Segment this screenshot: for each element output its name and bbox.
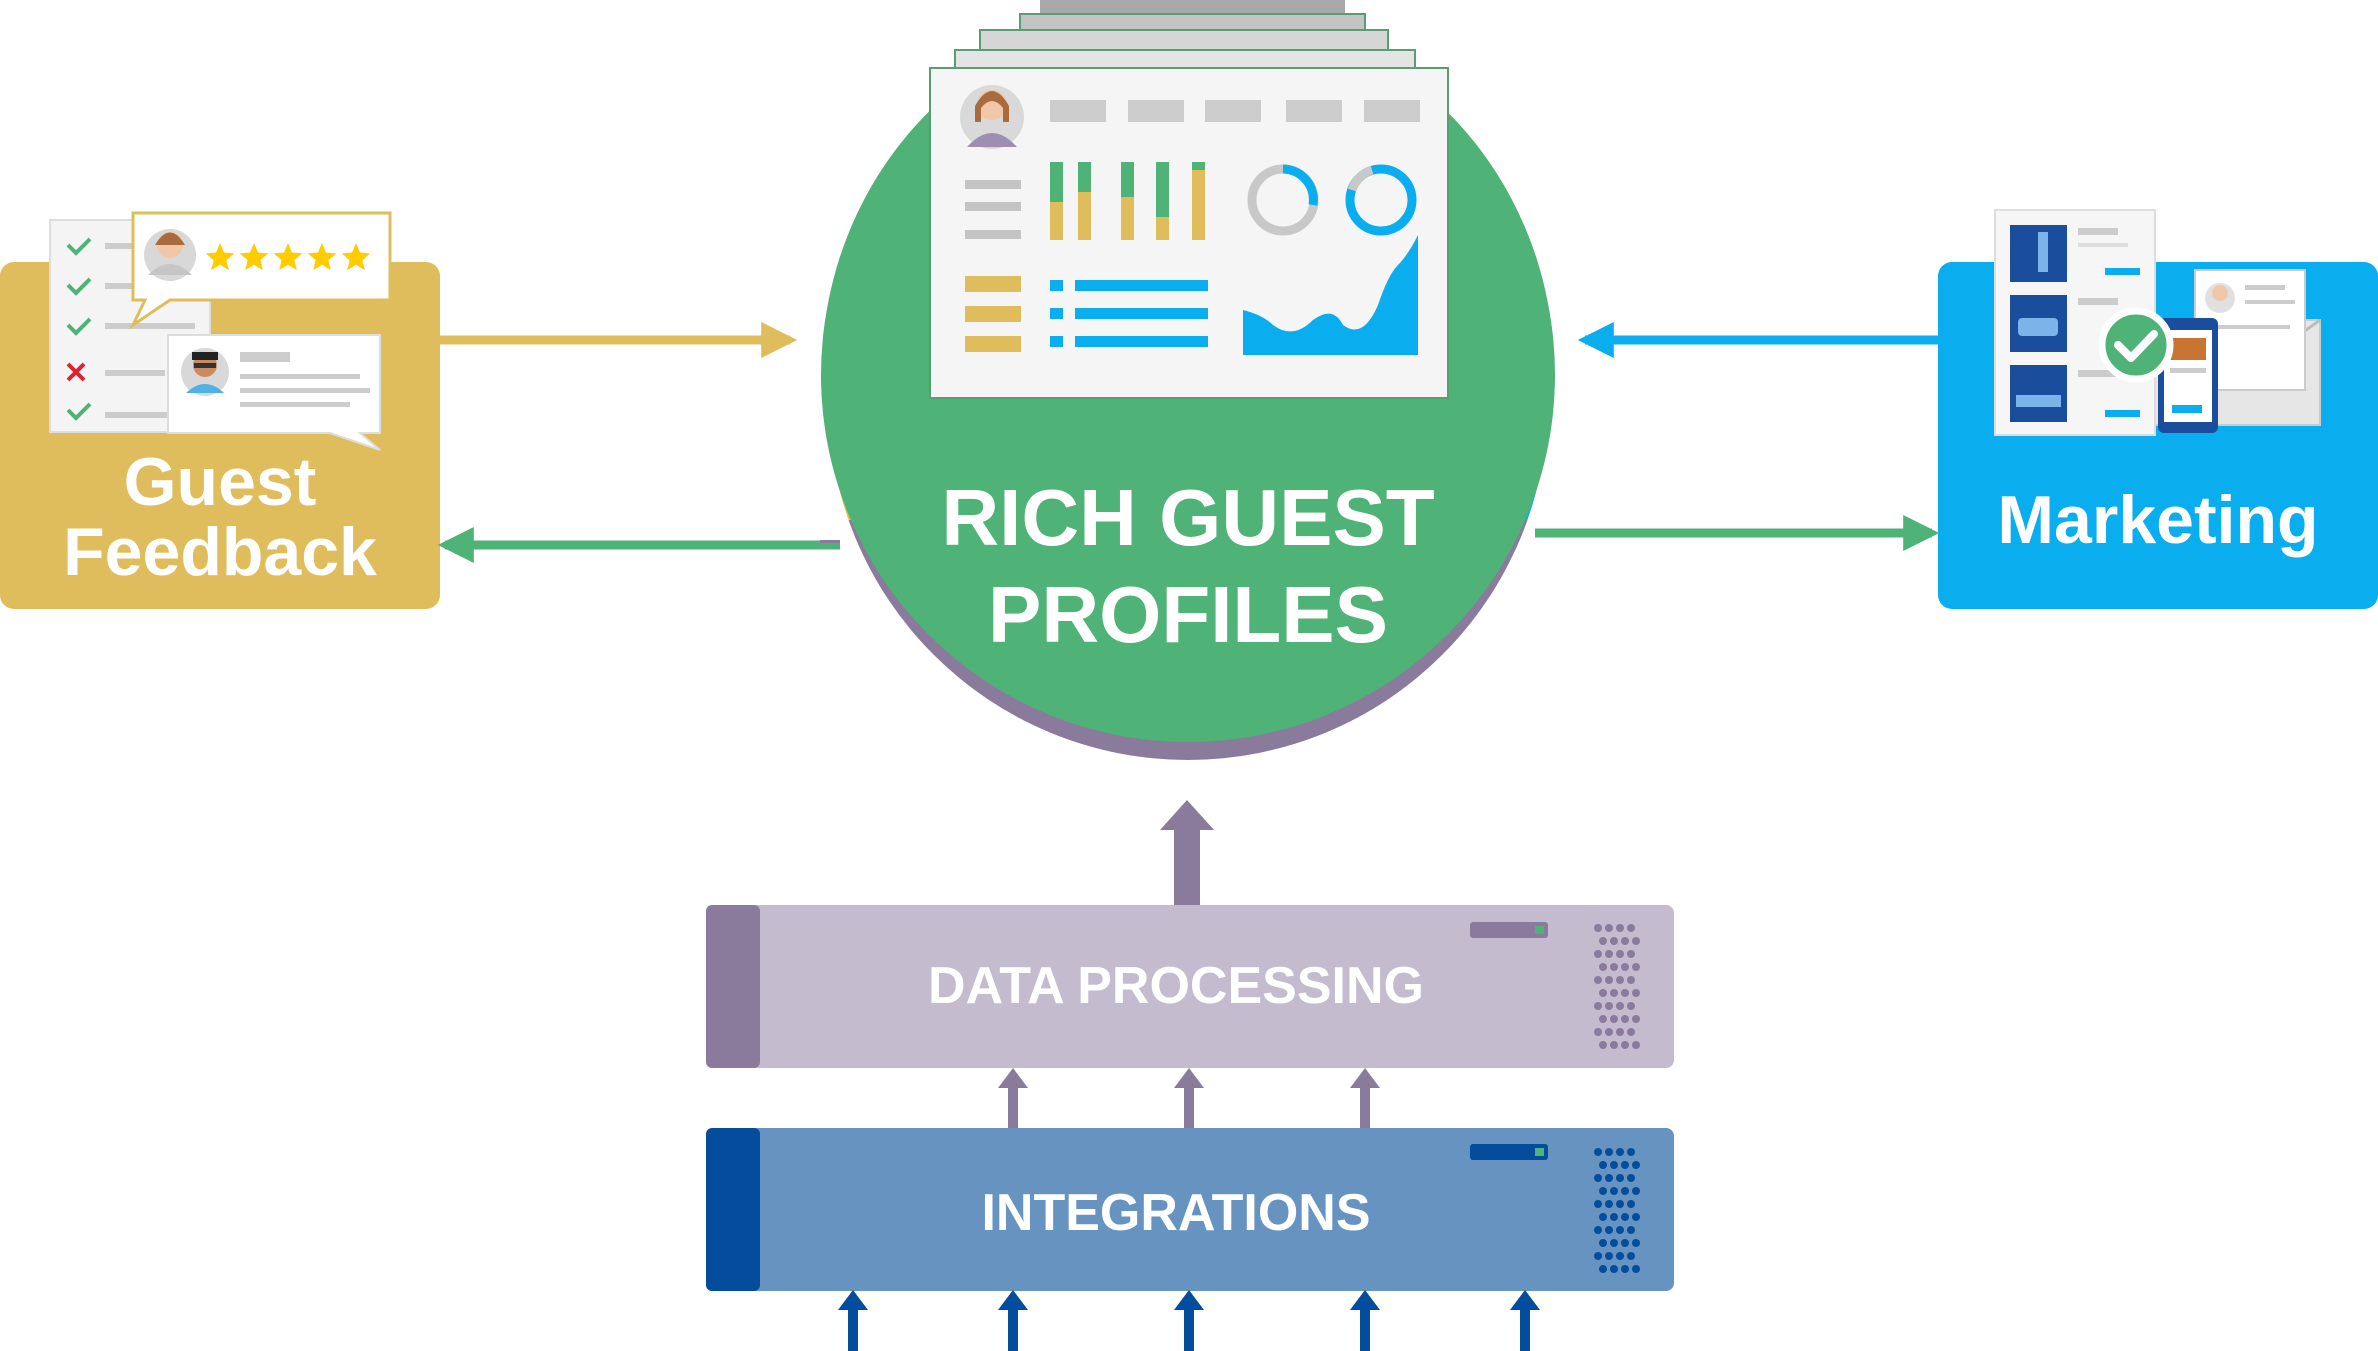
person-avatar-icon bbox=[960, 85, 1024, 149]
server-vent bbox=[1594, 924, 1640, 1049]
comment-bubble bbox=[167, 334, 381, 451]
hub-title-line1: RICH GUEST bbox=[941, 473, 1434, 562]
person-avatar-icon bbox=[144, 229, 196, 281]
person-avatar-icon bbox=[181, 348, 229, 396]
marketing-title: Marketing bbox=[1997, 482, 2318, 558]
data-source-input-arrows bbox=[838, 1290, 1540, 1351]
connector-arrows bbox=[437, 322, 1940, 563]
server-vent bbox=[1594, 1148, 1640, 1273]
star-review-bubble bbox=[129, 211, 392, 330]
bed-icon bbox=[2010, 365, 2067, 422]
star-icon bbox=[239, 243, 269, 271]
data-processing-server: DATA PROCESSING bbox=[706, 905, 1674, 1068]
data-processing-label: DATA PROCESSING bbox=[928, 957, 1424, 1015]
star-rating bbox=[205, 243, 371, 271]
cross-icon bbox=[66, 362, 86, 382]
guest-profile-dashboard bbox=[929, 0, 1449, 399]
profile-bar-chart bbox=[1050, 162, 1205, 240]
guest-feedback-panel: Guest Feedback bbox=[0, 211, 440, 609]
processing-to-hub-arrow bbox=[1160, 800, 1214, 908]
marketing-panel: Marketing bbox=[1938, 209, 2378, 609]
profile-donut-charts bbox=[1247, 164, 1417, 236]
integrations-to-processing-arrows bbox=[998, 1068, 1380, 1130]
hub-title-line2: PROFILES bbox=[988, 570, 1388, 659]
integrations-server: INTEGRATIONS bbox=[706, 1128, 1674, 1291]
star-icon bbox=[341, 243, 371, 271]
star-icon bbox=[205, 243, 235, 271]
checkmark-icon bbox=[2098, 307, 2174, 383]
profile-area-chart bbox=[1243, 235, 1418, 355]
star-icon bbox=[307, 243, 337, 271]
star-icon bbox=[273, 243, 303, 271]
integrations-label: INTEGRATIONS bbox=[981, 1184, 1370, 1242]
guest-feedback-title-line1: Guest bbox=[124, 444, 317, 520]
guest-feedback-title-line2: Feedback bbox=[63, 514, 377, 590]
checkmark-icon bbox=[66, 237, 92, 421]
